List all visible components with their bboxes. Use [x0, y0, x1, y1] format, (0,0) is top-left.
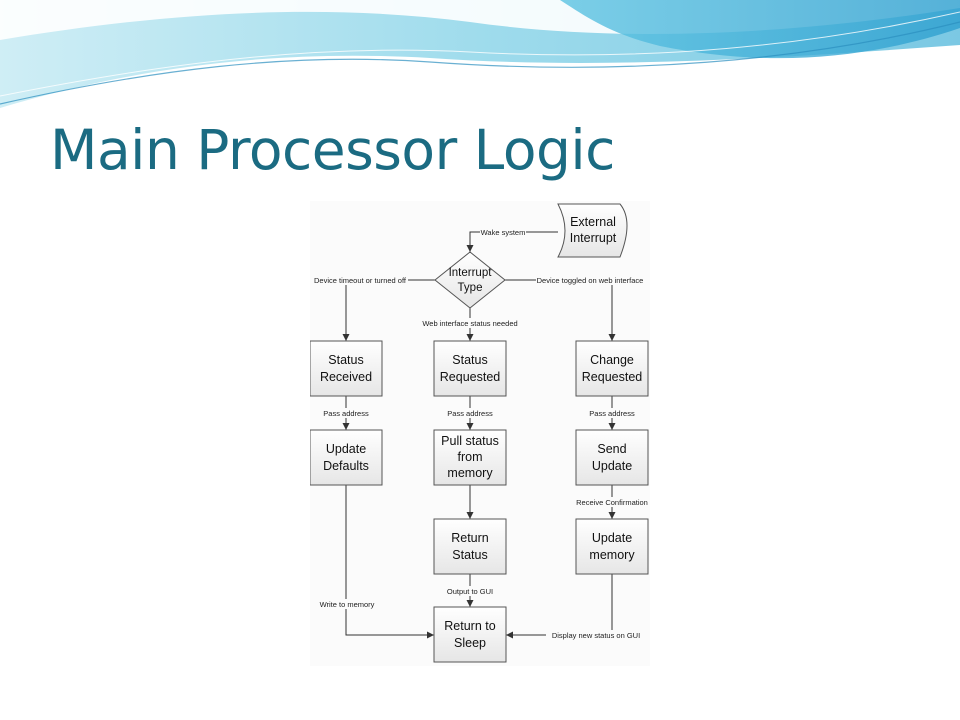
- node-label-update-memory-2: memory: [589, 548, 635, 562]
- node-external-interrupt: [557, 203, 628, 258]
- edge-label-wake-system: Wake system: [481, 228, 526, 237]
- node-label-update-memory-1: Update: [592, 531, 632, 545]
- edge-label-display-new-status: Display new status on GUI: [552, 631, 640, 640]
- edge-label-pass-address-right: Pass address: [589, 409, 635, 418]
- node-label-return-status-1: Return: [451, 531, 489, 545]
- node-update-memory: [575, 518, 649, 575]
- node-interrupt-type: [434, 251, 506, 309]
- node-label-return-to-sleep-2: Sleep: [454, 636, 486, 650]
- node-send-update: [575, 429, 649, 486]
- node-label-pull-status-2: from: [458, 450, 483, 464]
- edge-label-device-timeout: Device timeout or turned off: [314, 276, 407, 285]
- node-label-status-received-2: Received: [320, 370, 372, 384]
- edge-label-receive-confirmation: Receive Confirmation: [576, 498, 648, 507]
- node-label-pull-status-1: Pull status: [441, 434, 499, 448]
- header-wave-line: [0, 21, 960, 105]
- edge-write-to-memory: [345, 485, 434, 639]
- edge-label-web-status-needed: Web interface status needed: [422, 319, 517, 328]
- node-label-external-interrupt-2: Interrupt: [570, 231, 617, 245]
- edge-label-output-to-gui: Output to GUI: [447, 587, 493, 596]
- edge-label-write-to-memory: Write to memory: [320, 600, 375, 609]
- node-pull-status: [433, 429, 507, 486]
- page-title: Main Processor Logic: [50, 118, 615, 182]
- node-label-send-update-1: Send: [597, 442, 626, 456]
- edge-wake-system: [466, 231, 558, 252]
- node-return-to-sleep: [433, 606, 507, 663]
- node-status-requested: [433, 340, 507, 397]
- node-label-status-requested-1: Status: [452, 353, 487, 367]
- edge-device-timeout: [342, 279, 435, 341]
- flowchart: Wake system Device timeout or turned off…: [310, 201, 650, 666]
- node-change-requested: [575, 340, 649, 397]
- node-status-received: [310, 340, 383, 397]
- node-update-defaults: [310, 429, 383, 486]
- edge-label-pass-address-mid: Pass address: [447, 409, 493, 418]
- edge-label-pass-address-left: Pass address: [323, 409, 369, 418]
- node-label-status-received-1: Status: [328, 353, 363, 367]
- node-label-send-update-2: Update: [592, 459, 632, 473]
- node-label-change-requested-1: Change: [590, 353, 634, 367]
- node-label-pull-status-3: memory: [447, 466, 493, 480]
- node-return-status: [433, 518, 507, 575]
- node-label-interrupt-type-1: Interrupt: [449, 267, 493, 279]
- node-label-update-defaults-1: Update: [326, 442, 366, 456]
- node-label-return-status-2: Status: [452, 548, 487, 562]
- node-label-return-to-sleep-1: Return to: [444, 619, 495, 633]
- flowchart-canvas: Wake system Device timeout or turned off…: [310, 203, 649, 663]
- header-wave-line-2: [0, 11, 960, 97]
- edge-device-toggled: [505, 279, 616, 341]
- node-label-change-requested-2: Requested: [582, 370, 643, 384]
- node-label-status-requested-2: Requested: [440, 370, 501, 384]
- node-label-interrupt-type-2: Type: [458, 282, 483, 294]
- edge-label-device-toggled: Device toggled on web interface: [537, 276, 644, 285]
- node-label-external-interrupt-1: External: [570, 215, 616, 229]
- edge-display-new-status: [506, 574, 613, 639]
- node-label-update-defaults-2: Defaults: [323, 459, 369, 473]
